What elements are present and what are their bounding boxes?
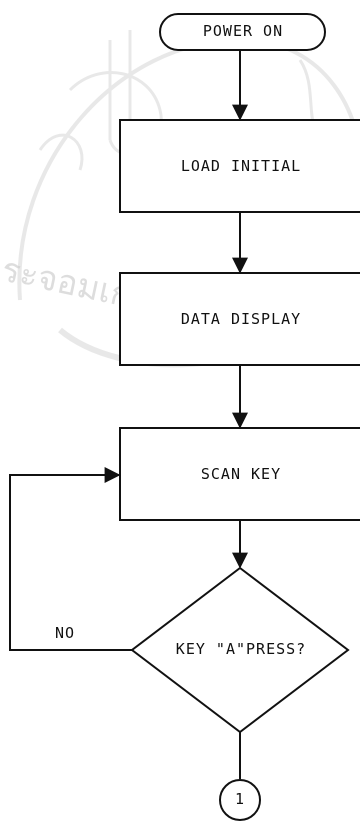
start-label: POWER ON: [202, 22, 284, 40]
decision-label: KEY "A"PRESS?: [175, 640, 307, 658]
connector-label: 1: [234, 790, 246, 808]
connector-circle: [219, 779, 261, 821]
arrow-no-loop: [9, 467, 132, 651]
load-initial-label: LOAD INITIAL: [180, 157, 302, 175]
data-display-label: DATA DISPLAY: [180, 310, 302, 328]
no-label: NO: [55, 624, 76, 642]
process-box-data-display: [119, 272, 360, 366]
start-terminal: [159, 13, 326, 51]
scan-key-label: SCAN KEY: [200, 465, 282, 483]
